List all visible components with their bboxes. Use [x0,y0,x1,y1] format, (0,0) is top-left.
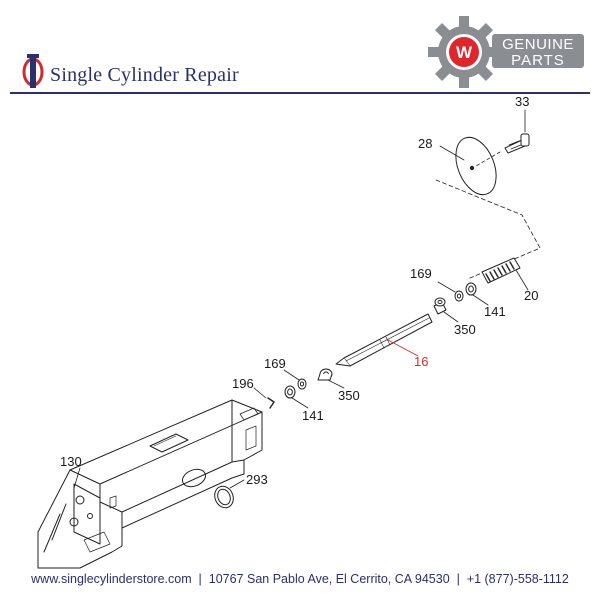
gear-icon [428,16,500,88]
part-141-washer-upper [465,282,477,296]
callout-293: 293 [246,472,268,487]
part-130-frame [37,399,263,569]
genuine-parts-badge: W GENUINE PARTS [428,16,584,88]
callout-169-upper: 169 [410,266,432,281]
callout-350-lower: 350 [338,388,360,403]
callout-141-upper: 141 [484,304,506,319]
callout-33: 33 [515,94,529,109]
badge-line2: PARTS [511,52,565,69]
part-196-clip [267,397,275,409]
header: Single Cylinder Repair W GENUINE PARTS [0,0,600,100]
brand-name: Single Cylinder Repair [50,64,239,86]
header-divider [10,92,590,94]
part-293-plug [214,485,234,509]
callout-196: 196 [232,376,254,391]
callout-16: 16 [414,354,428,369]
callout-28: 28 [418,136,432,151]
parts-diagram: 33 28 169 20 141 350 16 169 196 350 141 … [37,94,541,569]
callout-130: 130 [60,454,82,469]
part-350-bushing-lower [317,368,333,381]
part-20-spring [481,257,521,284]
part-28-disc [455,136,497,196]
part-169-washer-upper [454,290,464,302]
part-141-washer-lower [284,385,296,399]
callout-20: 20 [524,288,538,303]
callout-141-lower: 141 [302,408,324,423]
callout-169-lower: 169 [264,356,286,371]
callout-350-upper: 350 [454,322,476,337]
badge-letter: W [456,43,473,62]
part-169-washer-lower [297,378,307,390]
footer-text: www.singlecylinderstore.com | 10767 San … [31,572,569,586]
footer-contact: www.singlecylinderstore.com | 10767 San … [0,572,600,594]
brand-logo-icon [22,54,44,88]
part-350-bushing-upper [433,297,447,315]
badge-line1: GENUINE [502,36,574,53]
part-33-bolt [504,133,530,154]
